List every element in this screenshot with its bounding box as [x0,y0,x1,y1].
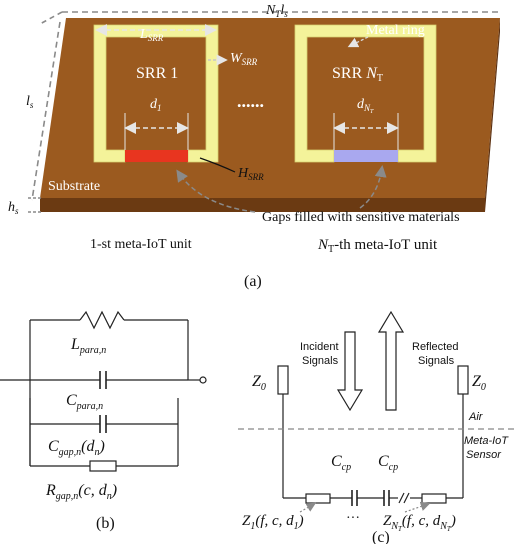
d1-label: d1 [150,97,162,113]
gaps-label: Gaps filled with sensitive materials [262,210,460,225]
ccp-1-label: Ccp [331,453,351,473]
z0-left-port [277,365,289,395]
panel-a: NTls ls hs LSRR SRR 1 d1 [8,3,502,290]
units-ellipsis: ...... [237,91,264,111]
dimension-width: NTls [39,3,502,25]
sensor-label-2: Sensor [466,449,502,461]
c-gap-label: Cgap,n(dn) [48,438,105,458]
metal-ring-label: Metal ring [366,23,425,38]
caption-a: (a) [244,273,262,290]
dim-length-label: ls [26,94,34,110]
panel-c: Z0 Z0 Incident Signals Reflected Signals… [238,310,517,544]
w-srr-label: WSRR [230,51,258,67]
z0-left-label: Z0 [252,373,266,393]
l-para-label: Lpara,n [70,336,106,356]
inductor-symbol [79,310,125,330]
z0-right-port [457,365,469,395]
panel-b [0,310,207,472]
z1-label: Z1(f, c, d1) [242,513,304,532]
c-para-label: Cpara,n [66,392,103,412]
chain-ellipsis: ··· [346,511,360,526]
substrate-label: Substrate [48,179,100,194]
gap-n-sensitive-material [334,150,398,162]
caption-b: (b) [96,515,115,532]
srr-n-label: SRR NT [332,65,383,84]
zn-label: ZNT(f, c, dNT) [383,513,456,533]
w-srr-annotation: WSRR [208,51,258,67]
dimension-length: ls hs [8,21,61,216]
reflected-label-2: Signals [418,355,455,367]
h-srr-label: HSRR [237,166,264,182]
gaps-annotation: Gaps filled with sensitive materials [176,165,460,225]
srr-n: SRR NT dNT [294,24,437,163]
air-label: Air [468,411,484,423]
caption-c: (c) [372,529,390,544]
reflected-label-1: Reflected [412,341,458,353]
dn-label: dNT [357,97,374,115]
series-chain [283,490,463,506]
h-srr-annotation: HSRR [199,157,264,182]
resistor-symbol [89,460,117,472]
panel-b-labels: Lpara,n Cpara,n Cgap,n(dn) Rgap,n(c, dn)… [45,336,117,532]
r-gap-label: Rgap,n(c, dn) [45,482,117,502]
reflected-arrow [377,310,405,411]
l-srr-label: LSRR [139,27,164,43]
srr-1: LSRR SRR 1 d1 [93,24,219,163]
gap-1-sensitive-material [125,150,188,162]
incident-label-2: Signals [302,355,339,367]
unit-n-label: NT-th meta-IoT unit [317,237,438,255]
srr-1-label: SRR 1 [136,65,178,82]
ccp-2-label: Ccp [378,453,398,473]
incident-label-1: Incident [300,341,339,353]
metal-ring-annotation: Metal ring [347,23,425,48]
dim-width-label: NTls [265,3,288,19]
z0-right-label: Z0 [472,373,486,393]
unit-1-label: 1-st meta-IoT unit [90,237,192,252]
sensor-label-1: Meta-IoT [464,435,509,447]
incident-arrow [336,331,364,412]
dim-height-label: hs [8,200,19,216]
